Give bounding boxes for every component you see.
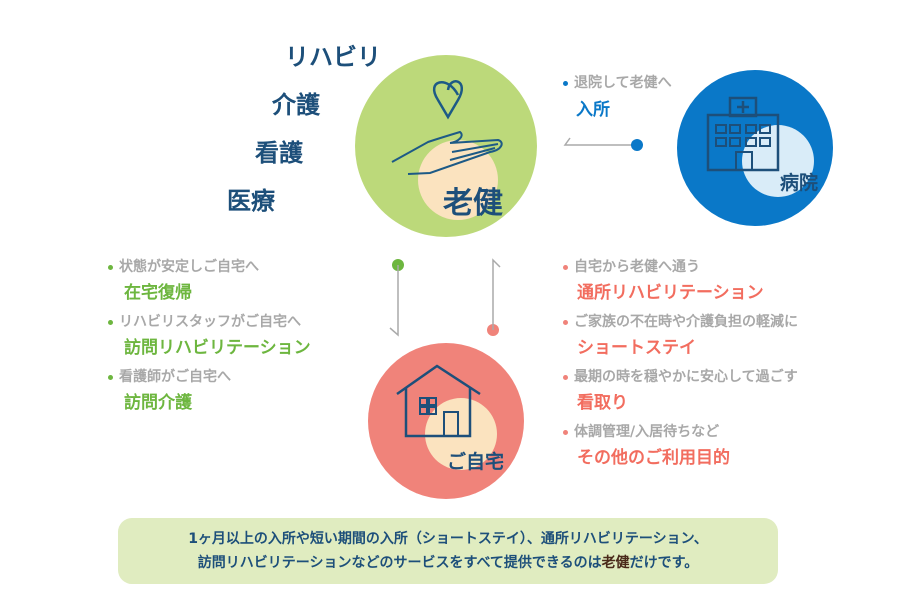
footer-line2: 訪問リハビリテーションなどのサービスをすべて提供できるのは老健だけです。: [118, 551, 778, 575]
connector-arrows: [389, 258, 501, 337]
left-item-note: リハビリスタッフがご自宅へ: [108, 311, 311, 331]
right-list: 自宅から老健へ通う 通所リハビリテーション ご家族の不在時や介護負担の軽減に シ…: [563, 256, 798, 468]
service-nursing: 看護: [255, 139, 303, 167]
note-text: 看護師がご自宅へ: [119, 369, 231, 385]
service-care: 介護: [272, 91, 320, 119]
hospital-highlight: 入所: [576, 100, 610, 120]
right-item-highlight: ショートステイ: [577, 338, 696, 358]
service-medical: 医療: [227, 187, 275, 215]
bullet-icon: [563, 319, 568, 325]
footer-emphasis: 老健: [601, 555, 630, 571]
note-text: 状態が安定しご自宅へ: [119, 259, 259, 275]
hospital-note-text: 退院して老健へ: [574, 75, 672, 91]
left-item-highlight: 訪問リハビリテーション: [124, 338, 311, 358]
house-icon: [396, 364, 481, 438]
right-item-note: 最期の時を穏やかに安心して過ごす: [563, 366, 798, 386]
footer-line1: 1ヶ月以上の入所や短い期間の入所（ショートステイ）、通所リハビリテーション、: [188, 531, 708, 547]
left-list: 状態が安定しご自宅へ 在宅復帰 リハビリスタッフがご自宅へ 訪問リハビリテーショ…: [108, 256, 311, 413]
bullet-icon: [563, 374, 568, 380]
hospital-label: 病院: [780, 172, 819, 194]
footer-line2-post: だけです。: [629, 555, 699, 571]
hospital-note: 退院して老健へ: [563, 72, 672, 92]
left-item-note: 看護師がご自宅へ: [108, 366, 311, 386]
left-item-note: 状態が安定しご自宅へ: [108, 256, 311, 276]
bullet-icon: [563, 80, 568, 86]
note-text: 自宅から老健へ通う: [574, 259, 700, 275]
bullet-icon: [108, 264, 113, 270]
service-rehab: リハビリ: [285, 43, 381, 71]
roken-label: 老健: [443, 186, 503, 221]
left-item-highlight: 訪問介護: [124, 393, 192, 413]
right-item-note: 自宅から老健へ通う: [563, 256, 798, 276]
footer-line2-pre: 訪問リハビリテーションなどのサービスをすべて提供できるのは: [197, 555, 602, 571]
right-item-note: ご家族の不在時や介護負担の軽減に: [563, 311, 798, 331]
hand-heart-icon: [391, 80, 503, 175]
note-text: リハビリスタッフがご自宅へ: [119, 314, 301, 330]
right-item-highlight: その他のご利用目的: [577, 448, 730, 468]
bullet-icon: [563, 264, 568, 270]
bullet-icon: [563, 429, 568, 435]
right-item-highlight: 看取り: [577, 393, 628, 413]
note-text: 体調管理/入居待ちなど: [574, 424, 720, 440]
left-item-highlight: 在宅復帰: [124, 283, 192, 303]
note-text: 最期の時を穏やかに安心して過ごす: [574, 369, 798, 385]
note-text: ご家族の不在時や介護負担の軽減に: [574, 314, 798, 330]
right-item-note: 体調管理/入居待ちなど: [563, 421, 798, 441]
hospital-icon: [706, 96, 780, 172]
bullet-icon: [108, 319, 113, 325]
footer-box: 1ヶ月以上の入所や短い期間の入所（ショートステイ）、通所リハビリテーション、 訪…: [118, 518, 778, 584]
home-label: ご自宅: [447, 451, 505, 473]
right-item-highlight: 通所リハビリテーション: [577, 283, 764, 303]
bullet-icon: [108, 374, 113, 380]
hospital-arrow: [563, 137, 643, 151]
